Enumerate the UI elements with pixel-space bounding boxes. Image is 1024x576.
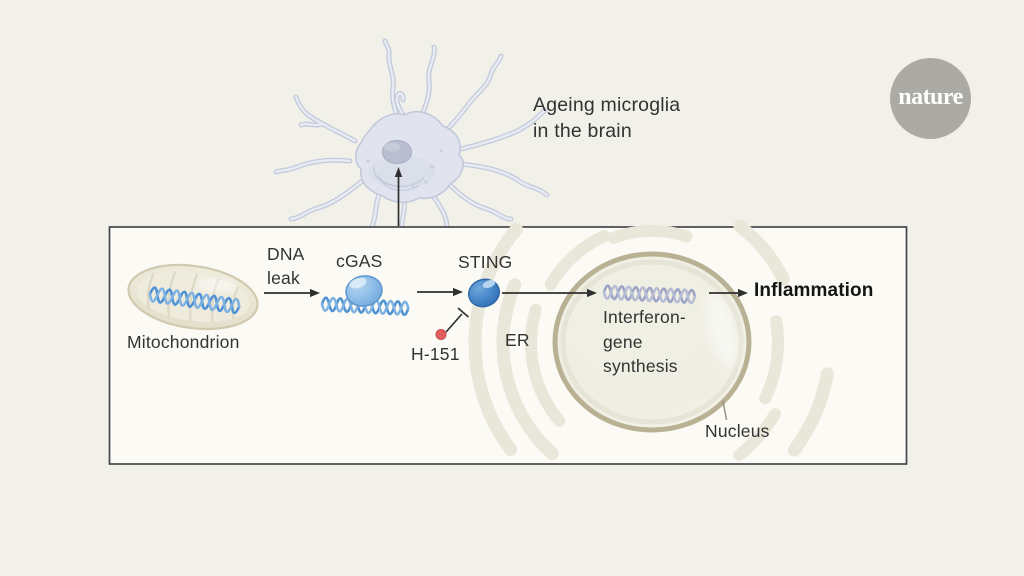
h151-molecule-icon — [435, 329, 447, 340]
caption-line2: in the brain — [533, 119, 632, 142]
pathway-arrows — [264, 167, 748, 298]
figure-caption: Ageing microglia in the brain — [533, 93, 680, 144]
cgas-icon — [320, 275, 410, 317]
nucleus-label: Nucleus — [705, 421, 770, 441]
mitochondrion-label: Mitochondrion — [127, 332, 240, 352]
sting-icon — [467, 278, 501, 308]
microglia-cell-icon — [273, 38, 550, 229]
interferon-gene-dna-icon — [602, 284, 697, 305]
inflammation-label: Inflammation — [754, 280, 874, 301]
caption-line1: Ageing microglia — [533, 94, 681, 116]
nucleus-leader-line — [722, 400, 728, 421]
sting-label: STING — [458, 252, 513, 272]
mitochondrion-icon — [127, 263, 259, 331]
microglia-nucleus — [381, 139, 413, 165]
er-label: ER — [505, 330, 530, 350]
nucleus-icon — [552, 251, 752, 433]
inhibition-icon — [445, 307, 469, 333]
interferon-gene-synthesis-label: Interferon- gene synthesis — [603, 307, 686, 376]
nature-logo: nature — [890, 58, 971, 139]
er-icon — [468, 219, 834, 461]
dna-leak-label: DNA leak — [267, 244, 305, 288]
h151-label: H-151 — [411, 344, 460, 364]
nature-logo-text: nature — [898, 84, 963, 110]
cgas-label: cGAS — [336, 251, 383, 271]
